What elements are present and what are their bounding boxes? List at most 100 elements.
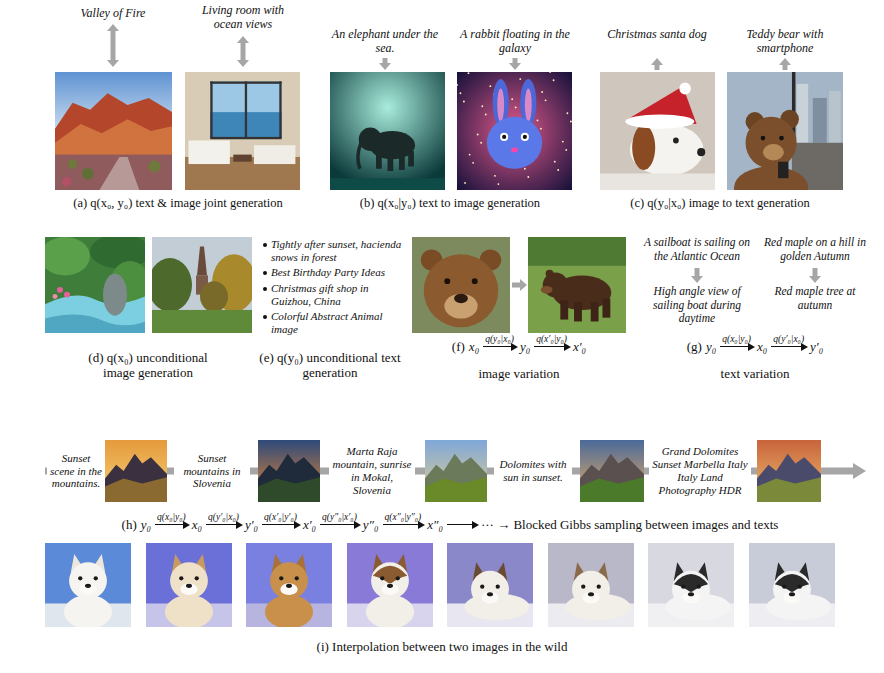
text-slot: A sailboat is sailing on the Atlantic Oc… [638, 236, 756, 263]
panel-tag: (g) [687, 340, 702, 354]
panel-caption: (c) q(y₀|x₀) image to text generation [595, 196, 845, 211]
gray-arrow [779, 58, 791, 70]
arrow-label: q(x′₀|y′₀) [262, 512, 299, 522]
panel-caption: image variation [449, 366, 589, 381]
text-slot: Teddy bear with smartphone [730, 27, 840, 55]
generated-text: Tightly after sunset, hacienda snows in … [271, 238, 402, 264]
prompt-text: Red maple tree at autumn [759, 285, 871, 312]
arrow-label: q(y₀|x₀) [483, 334, 516, 344]
text-slot: (i) Interpolation between two images in … [242, 639, 642, 654]
bullet-dot [263, 287, 267, 291]
arrow-label: q(x₀|y₀) [720, 334, 753, 344]
arrow-line [155, 524, 184, 525]
formula-arrow: q(x″₀|y″₀) [383, 512, 424, 532]
photo-illustration [412, 237, 510, 333]
bullet-row: Christmas gift shop in Guizhou, China [262, 282, 402, 308]
formula-term: x₀ [757, 340, 767, 354]
text-slot: Dolomites with sun in sunset. [494, 456, 572, 486]
prompt-text: Sunset mountains in Slovenia [174, 450, 250, 493]
formula-arrow: q(y₀|x₀) [483, 334, 516, 354]
photo-illustration [528, 237, 626, 333]
prompt-text: An elephant under the sea. [327, 27, 443, 55]
gray-arrow [107, 24, 119, 67]
panel-tag: (h) [122, 518, 137, 532]
text-slot: Red maple tree at autumn [759, 285, 871, 312]
text-slot: Christmas santa dog [602, 27, 712, 41]
formula-arrow: q(y″₀|x′₀) [320, 512, 359, 532]
photo-illustration [600, 72, 715, 190]
text-slot: Valley of Fire [58, 6, 168, 20]
photo-illustration [648, 543, 734, 627]
photo-illustration [45, 543, 131, 627]
photo-illustration [548, 543, 634, 627]
formula-term: x′₀ [303, 518, 316, 532]
photo-illustration [330, 72, 445, 190]
photo-illustration [457, 72, 572, 190]
formula-arrow: q(y′₀|x₀) [771, 334, 806, 354]
arrow-head [748, 343, 755, 351]
gray-arrow [379, 58, 391, 70]
bullet-row: Tightly after sunset, hacienda snows in … [262, 238, 402, 264]
bullet-row: Best Birthday Party Ideas [262, 266, 402, 279]
arrow-label: q(y″₀|x′₀) [320, 512, 359, 522]
arrow-head [418, 521, 425, 529]
formula-term: y₀ [141, 518, 151, 532]
prompt-text: Valley of Fire [58, 6, 168, 20]
photo-illustration [347, 543, 433, 627]
arrow-label: q(y′₀|x₀) [771, 334, 806, 344]
photo-illustration [580, 440, 644, 502]
bullet-row: Colorful Abstract Animal image [262, 310, 402, 336]
prompt-text: Red maple on a hill in golden Autumn [759, 236, 871, 263]
text-slot: Sunset scene in the mountains. [47, 450, 105, 493]
formula-term: x₀ [192, 518, 202, 532]
arrow-line [206, 524, 237, 525]
text-slot: An elephant under the sea. [327, 27, 443, 55]
photo-illustration [749, 543, 835, 627]
generated-text: Best Birthday Party Ideas [271, 266, 402, 279]
gray-arrow [651, 58, 663, 70]
gray-arrow [809, 268, 821, 283]
formula-arrow: q(x₀|y₀) [720, 334, 753, 354]
prompt-text: Dolomites with sun in sunset. [494, 456, 572, 486]
arrow-line [483, 346, 512, 347]
photo-illustration [55, 72, 172, 190]
formula-term: x′₀ [573, 340, 586, 354]
formula-term: x₀ [469, 340, 479, 354]
formula-arrow: q(x′₀|y′₀) [262, 512, 299, 532]
photo-illustration [185, 72, 300, 190]
panel-tag: (f) [452, 340, 465, 354]
photo-illustration [425, 440, 487, 502]
arrow-line [383, 524, 420, 525]
formula-arrow: q(x′₀|y₀) [534, 334, 569, 354]
photo-illustration [146, 543, 232, 627]
arrow-label: q(x″₀|y″₀) [383, 512, 424, 522]
bullet-dot [263, 315, 267, 319]
photo-illustration [105, 440, 167, 502]
arrow-line [720, 346, 749, 347]
text-slot: image variation [449, 366, 589, 381]
text-slot: Marta Raja mountain, sunrise in Mokal, S… [329, 443, 415, 499]
text-slot: text variation [685, 366, 825, 381]
arrow-label: q(x′₀|y₀) [534, 334, 569, 344]
gray-arrow [237, 36, 249, 67]
arrow-head [801, 343, 808, 351]
arrow-label: q(x₀|y₀) [155, 512, 188, 522]
photo-illustration [727, 72, 843, 190]
text-slot: (b) q(x₀|y₀) text to image generation [325, 196, 575, 211]
text-slot: High angle view of sailing boat during d… [638, 285, 756, 326]
arrow-head [236, 521, 243, 529]
gray-arrow [509, 58, 521, 70]
arrow-head [183, 521, 190, 529]
formula-term: y″₀ [363, 518, 379, 532]
formula-term: y′₀ [245, 518, 258, 532]
generated-text: Christmas gift shop in Guizhou, China [271, 282, 402, 308]
formula-row: (h)y₀q(x₀|y₀)x₀q(y′₀|x₀)y′₀q(x′₀|y′₀)x′₀… [120, 512, 781, 532]
panel-caption: (b) q(x₀|y₀) text to image generation [325, 196, 575, 211]
formula-row: (g)y₀q(x₀|y₀)x₀q(y′₀|x₀)y′₀ [685, 334, 825, 354]
panel-caption: (e) q(y₀) unconditional text generation [255, 350, 405, 381]
prompt-text: Christmas santa dog [602, 27, 712, 41]
gray-arrow [512, 279, 527, 291]
text-slot: (c) q(y₀|x₀) image to text generation [595, 196, 845, 211]
photo-illustration [45, 237, 145, 333]
